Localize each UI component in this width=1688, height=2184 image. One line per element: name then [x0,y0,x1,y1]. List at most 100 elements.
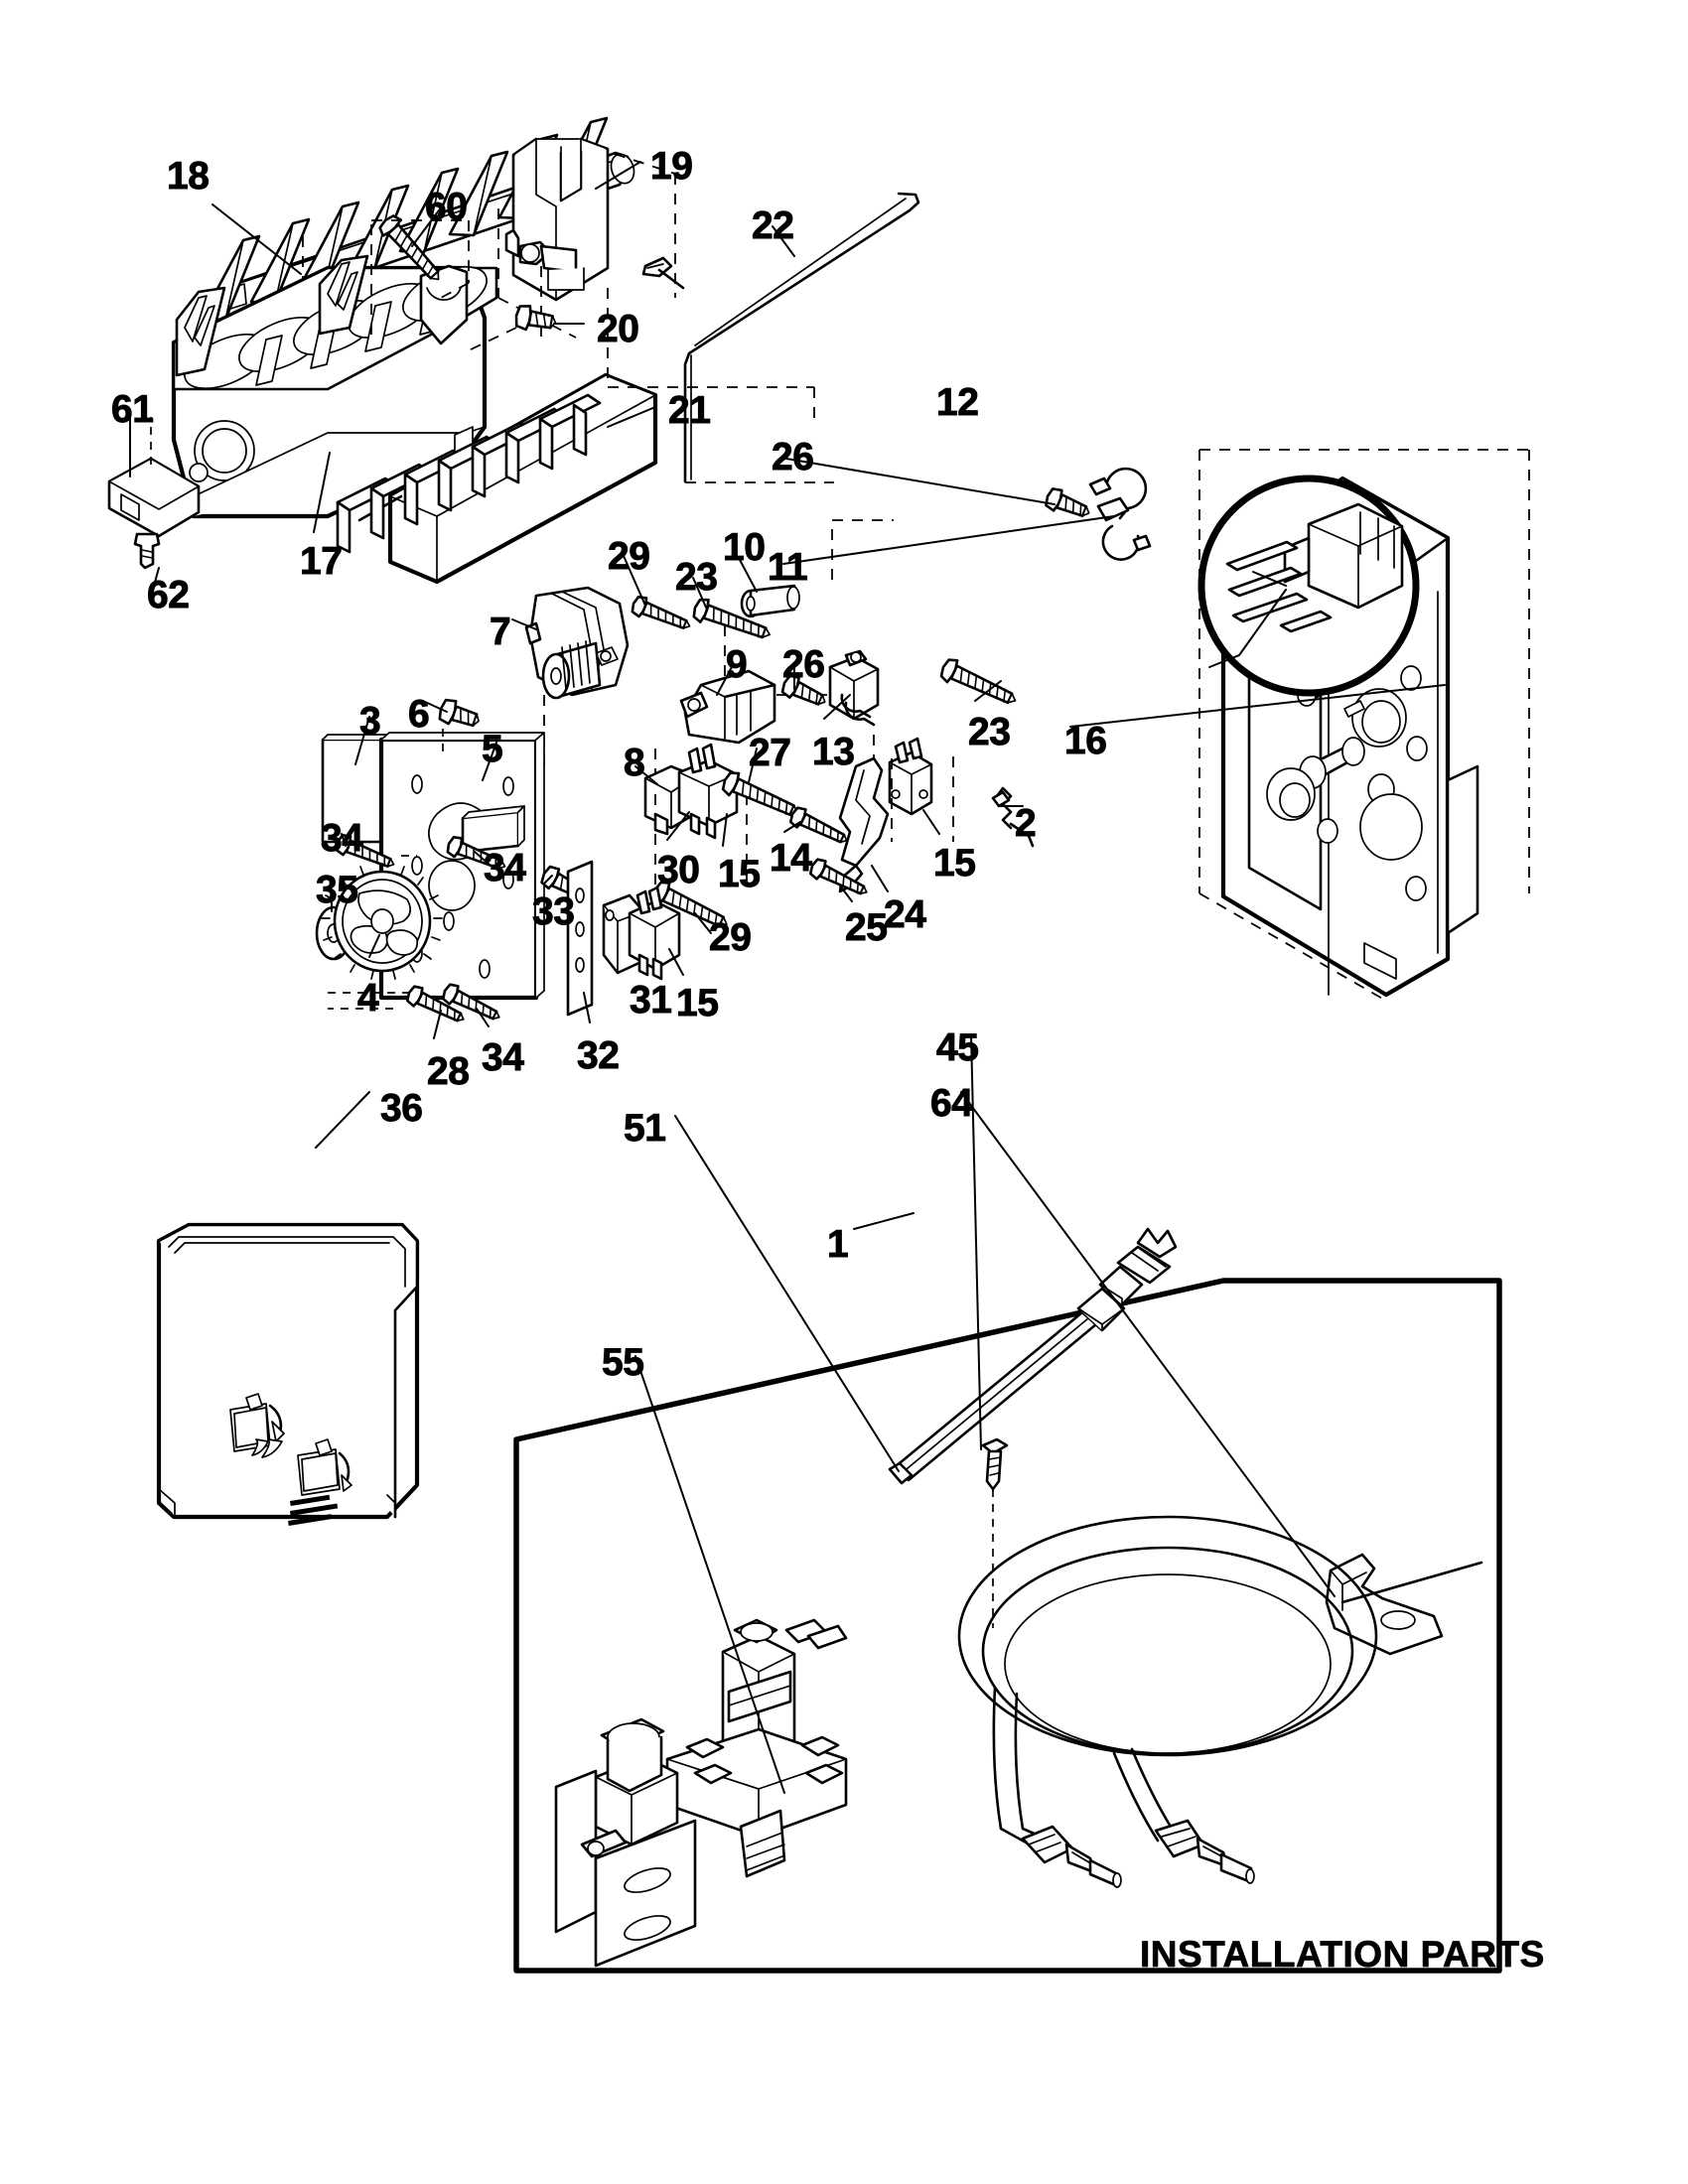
container-label-text [288,1494,339,1526]
callout-9: 9 [726,643,749,686]
callout-8: 8 [624,742,646,784]
leader-55 [634,1355,785,1794]
callout-34-bottom: 34 [482,1036,525,1079]
installation-parts-box [513,1278,1502,1974]
callout-22: 22 [752,205,795,247]
leader-25 [839,885,853,902]
leader-5 [482,742,497,781]
leader-6 [424,701,448,713]
part-13-thermostat [828,649,880,727]
leader-23-right [974,680,1002,702]
callout-28: 28 [427,1050,471,1093]
leader-64 [960,1091,1336,1597]
leader-28 [433,1010,442,1039]
callout-18: 18 [167,155,211,198]
part-3-insulation-pad [321,734,388,844]
callout-15-lower: 15 [676,982,720,1024]
leader-4 [368,934,380,958]
installation-parts-title: INSTALLATION PARTS [1140,1934,1545,1976]
callout-10: 10 [723,526,767,569]
callout-26-lower: 26 [782,643,826,686]
callout-30: 30 [657,849,701,891]
part-2-spring-contact [991,786,1035,848]
callout-19: 19 [650,145,694,188]
leader-9 [716,664,734,696]
callout-35: 35 [316,869,359,911]
callout-64: 64 [930,1082,974,1125]
leader-10 [738,557,758,593]
leader-11 [782,515,1115,565]
callout-55: 55 [602,1341,645,1384]
tubing-fitting-right [1154,1819,1255,1884]
callout-33: 33 [532,890,576,933]
part-25-screw [806,855,873,903]
callout-36: 36 [380,1087,424,1130]
part-12-connector-detail [1197,475,1420,697]
leader-34-left [341,833,347,847]
callout-21: 21 [668,389,712,432]
callout-26-upper: 26 [772,436,815,478]
part-15-switch-lower [628,886,681,981]
part-22-bail-arm [641,192,920,483]
container-label-pictogram-1 [229,1393,285,1458]
part-24-ejector-lever [838,756,890,893]
part-1-water-tubing-coil [957,1515,1378,1888]
callout-15-right: 15 [933,842,977,885]
callout-24: 24 [884,893,927,936]
callout-34-right: 34 [484,847,527,889]
callout-4: 4 [357,977,380,1020]
part-23-screw-right [936,654,1022,713]
callout-31: 31 [630,979,673,1022]
part-30-switch [677,743,739,840]
callout-61: 61 [111,388,155,431]
leader-34-right [474,851,492,867]
callout-20: 20 [597,308,640,350]
part-9-solenoid-motor [679,669,776,745]
leader-29-lower [694,912,712,934]
leader-16 [1069,684,1446,728]
tubing-fitting-left [1021,1825,1122,1888]
part-10-shaft-pin [740,584,800,618]
leader-60 [411,209,440,247]
callout-23: 23 [675,556,719,599]
leader-33 [543,875,553,885]
leader-26-upper [785,458,1055,505]
leader-34-bottom [476,1008,490,1027]
part-20-screw [514,304,557,332]
part-36-ice-container [156,1222,420,1526]
leader-30 [666,811,690,841]
leader-15-lower [668,948,684,976]
leader-51 [674,1115,900,1472]
part-26-screw-upper [1042,484,1095,525]
leader-7 [511,618,537,630]
callout-29-lower: 29 [709,916,753,959]
callout-14: 14 [770,837,813,880]
callout-60: 60 [425,186,469,228]
callout-3: 3 [359,700,382,743]
part-19-fill-cup [504,137,610,302]
callout-11: 11 [768,546,809,589]
callout-23-right: 23 [968,711,1012,753]
part-15-switch-right [888,737,933,816]
callout-29: 29 [608,535,651,578]
callout-12: 12 [936,381,980,424]
part-29-screw [628,593,695,637]
leader-15-upper [722,813,728,847]
leader-12-target [1208,589,1287,668]
callout-27: 27 [749,732,792,774]
callout-15-upper: 15 [718,853,762,895]
part-11-wire-clip [1088,467,1152,561]
callout-7: 7 [490,611,512,653]
callout-13: 13 [812,731,856,773]
leader-27 [748,748,758,783]
leader-12 [1252,571,1287,587]
container-label-pictogram-2 [297,1438,352,1496]
leader-19 [595,161,641,190]
leader-1 [853,1212,914,1230]
leader-29 [623,555,646,607]
callout-5: 5 [482,728,504,770]
leader-23 [692,577,708,611]
part-62-screw [133,532,161,570]
part-7-gear-motor [524,586,630,700]
leader-24 [871,865,889,892]
